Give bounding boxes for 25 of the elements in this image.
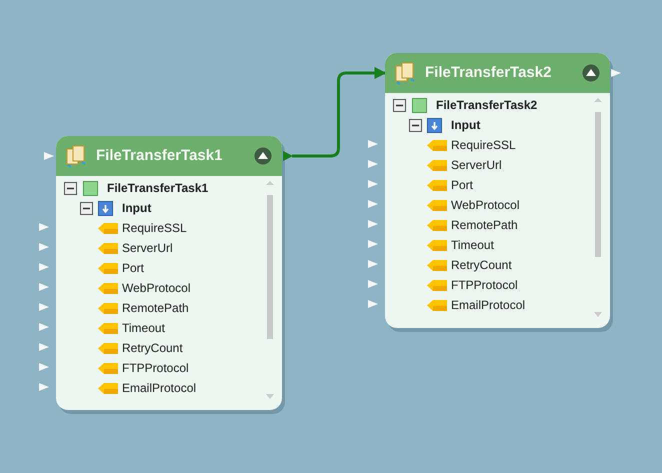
field-label: RemotePath — [451, 218, 518, 232]
field-label: FTPProtocol — [451, 278, 518, 292]
tree-root-label: FileTransferTask2 — [436, 98, 538, 112]
field-label: Timeout — [451, 238, 494, 252]
field-label: RetryCount — [122, 341, 183, 355]
field-label: RequireSSL — [122, 221, 187, 235]
tree-root-label: FileTransferTask1 — [107, 181, 208, 195]
field-label: Port — [451, 178, 474, 192]
node-title: FileTransferTask2 — [425, 64, 552, 81]
field-label: WebProtocol — [451, 198, 520, 212]
field-label: RequireSSL — [451, 138, 516, 152]
field-label: Timeout — [122, 321, 165, 335]
field-label: RemotePath — [122, 301, 189, 315]
field-label: EmailProtocol — [451, 298, 526, 312]
connector-arrow — [292, 67, 386, 158]
group-label: Input — [122, 201, 152, 215]
field-label: FTPProtocol — [122, 361, 189, 375]
group-label: Input — [451, 118, 480, 132]
field-label: RetryCount — [451, 258, 512, 272]
field-label: ServerUrl — [122, 241, 173, 255]
field-label: Port — [122, 261, 144, 275]
field-label: WebProtocol — [122, 281, 190, 295]
field-label: EmailProtocol — [122, 381, 196, 395]
node-title: FileTransferTask1 — [96, 147, 222, 164]
field-label: ServerUrl — [451, 158, 502, 172]
